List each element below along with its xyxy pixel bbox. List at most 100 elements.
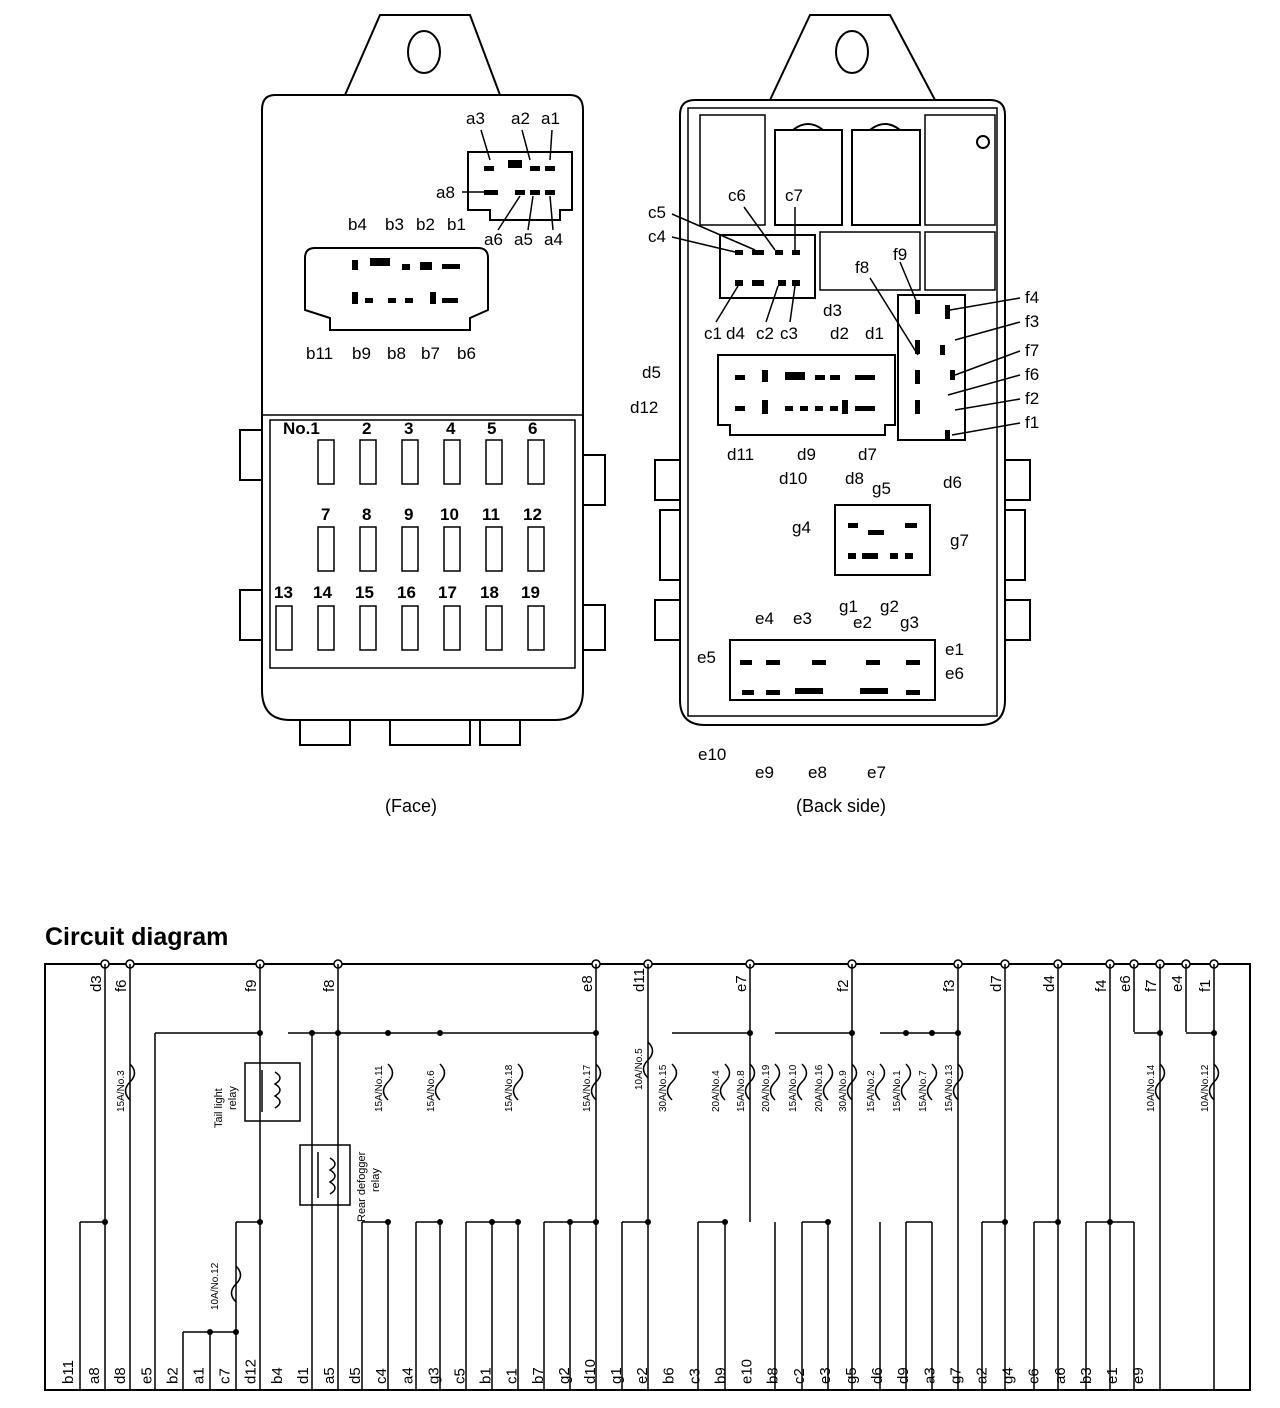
fuse-symbol-7	[719, 1063, 731, 1101]
fuse-slot-row2-5	[485, 526, 503, 572]
fuse-slot-row3-6	[485, 605, 503, 651]
fuse-symbol-4	[590, 1063, 602, 1101]
back-view: c5 c4 c6 c7 c1 d4 c2 c3 d3 d2 d1	[630, 14, 1039, 816]
label-b8: b8	[387, 344, 406, 363]
label-e4: e4	[755, 609, 774, 628]
back-mount-hole	[835, 30, 869, 74]
label-e2: e2	[853, 613, 872, 632]
junction-dot-15	[207, 1329, 213, 1335]
fuse-symbol-10	[796, 1063, 808, 1101]
bottom-label-d10: d10	[582, 1359, 599, 1384]
fuse-slot-row3-3	[359, 605, 377, 651]
top-label-f4: f4	[1093, 979, 1110, 992]
back-upper-cells	[699, 114, 996, 291]
fuse-rating-13: 15A/No.2	[866, 1070, 877, 1112]
fuse-rating-15: 15A/No.7	[918, 1070, 929, 1112]
fuse-label-13: 13	[274, 583, 293, 602]
back-screw	[976, 135, 990, 149]
label-a4: a4	[544, 230, 563, 249]
junction-dot-18	[437, 1030, 443, 1036]
bottom-label-d9: d9	[895, 1367, 912, 1384]
fuse-rating-11: 20A/No.16	[814, 1064, 825, 1112]
label-d11: d11	[727, 445, 754, 464]
tail-light-relay-box	[244, 1062, 301, 1122]
junction-dot-2	[385, 1219, 391, 1225]
branch-wire-10	[697, 1221, 726, 1390]
bottom-label-e3: e3	[817, 1367, 834, 1384]
junction-dot-11	[1002, 1219, 1008, 1225]
tail-light-relay-label-2: relay	[227, 1086, 239, 1110]
face-mount-hole	[407, 30, 441, 74]
fuse-rating-2: 15A/No.6	[426, 1070, 437, 1112]
label-e3: e3	[793, 609, 812, 628]
connector-f	[897, 294, 966, 441]
label-g5: g5	[872, 479, 891, 498]
junction-dot-26	[1211, 1030, 1217, 1036]
branch-wire-5	[361, 1221, 389, 1390]
bottom-label-d8: d8	[112, 1367, 129, 1384]
fuse-slot-row2-2	[359, 526, 377, 572]
relay-socket-tops	[792, 123, 901, 131]
bottom-label-b2: b2	[164, 1367, 181, 1384]
connector-a-leaders	[462, 129, 554, 231]
tail-light-relay-label-1: Tail light	[213, 1088, 225, 1128]
branch-wire-17	[981, 1221, 1006, 1390]
label-c1: c1	[704, 324, 722, 343]
junction-dot-6	[593, 1219, 599, 1225]
junction-dot-22	[903, 1030, 909, 1036]
bottom-label-c2: c2	[791, 1368, 808, 1384]
label-b2: b2	[416, 215, 435, 234]
fuse-label-11: 11	[482, 505, 500, 524]
bottom-label-b7: b7	[530, 1367, 547, 1384]
fuse-slot-row1-5	[485, 439, 503, 485]
branch-wire-15	[905, 1221, 933, 1390]
connector-e	[729, 639, 936, 701]
fuse-slot-row3-2	[317, 605, 335, 651]
bottom-label-a3: a3	[921, 1367, 938, 1384]
top-label-e6: e6	[1117, 975, 1134, 992]
branch-wire-7	[465, 1221, 519, 1390]
bottom-label-c7: c7	[217, 1368, 234, 1384]
label-a6: a6	[484, 230, 503, 249]
bottom-label-g2: g2	[556, 1367, 573, 1384]
label-d1: d1	[865, 324, 884, 343]
junction-dot-23	[929, 1030, 935, 1036]
fuse-rating-7: 20A/No.4	[711, 1070, 722, 1112]
junction-dot-1	[257, 1219, 263, 1225]
fuse-symbol-2	[434, 1063, 446, 1101]
label-b6: b6	[457, 344, 476, 363]
bottom-label-g5: g5	[843, 1367, 860, 1384]
branch-wire-19	[1085, 1221, 1135, 1390]
fuse-slot-row1-1	[317, 439, 335, 485]
connector-c	[719, 234, 816, 299]
bottom-label-a8: a8	[86, 1367, 103, 1384]
branch-wire-6	[415, 1221, 441, 1390]
fuse-rating-12: 30A/No.9	[838, 1070, 849, 1112]
label-c4: c4	[648, 227, 666, 246]
connector-c-leaders	[671, 206, 796, 323]
back-housing	[679, 99, 1006, 726]
top-label-d7: d7	[988, 975, 1005, 992]
label-d10: d10	[779, 469, 807, 488]
label-d2: d2	[830, 324, 849, 343]
fuse-rating-16: 15A/No.13	[944, 1064, 955, 1112]
back-mount-tab	[769, 14, 936, 101]
junction-dot-7	[567, 1219, 573, 1225]
bottom-label-c6: c6	[1026, 1368, 1043, 1384]
junction-dot-19	[593, 1030, 599, 1036]
label-a1: a1	[541, 109, 560, 128]
fuse-label-17: 17	[438, 583, 457, 602]
back-side-clips	[654, 459, 1031, 641]
top-label-e4: e4	[1169, 975, 1186, 992]
fuse-symbol-15	[926, 1063, 938, 1101]
junction-dot-10	[825, 1219, 831, 1225]
label-f9: f9	[893, 245, 907, 264]
label-b4: b4	[348, 215, 367, 234]
junction-dot-13	[1107, 1219, 1113, 1225]
back-relay-sockets	[774, 129, 921, 226]
fuse-slot-row1-4	[443, 439, 461, 485]
connector-d-pins	[735, 370, 875, 414]
label-a8: a8	[436, 183, 455, 202]
fuse-slot-row2-4	[443, 526, 461, 572]
top-label-d11: d11	[631, 968, 648, 992]
